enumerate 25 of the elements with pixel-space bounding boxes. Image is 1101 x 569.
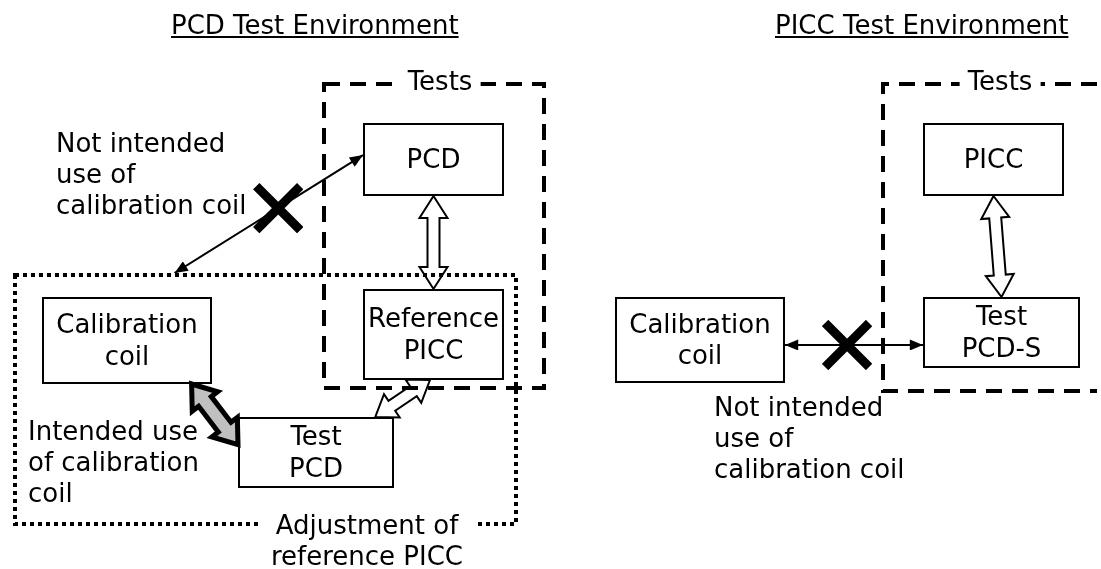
box-label: Reference PICC [367,303,500,366]
crossed-out-arrow [173,154,364,274]
box-label: PICC [963,143,1024,176]
process-box [363,123,504,196]
note-text: Not intended use of calibration coil [714,392,906,486]
section-title: PICC Test Environment [775,10,1069,42]
crossed-out-arrow [784,320,924,370]
box-label: Calibration coil [55,309,199,372]
note-text: Intended use of calibration coil [28,416,200,510]
process-box [615,297,785,383]
double-block-arrow [417,194,450,291]
note-text: Not intended use of calibration coil [56,128,248,222]
process-box [363,289,504,380]
process-box [923,297,1080,368]
box-label: Test PCD [288,421,344,484]
process-box [238,417,394,488]
double-block-arrow [979,194,1016,299]
box-label: PCD [406,143,461,176]
process-box [923,123,1064,196]
double-block-arrow [189,380,241,449]
box-label: Test PCD-S [960,301,1043,364]
section-title: PCD Test Environment [171,10,459,42]
double-block-arrow [373,378,432,419]
box-label: Calibration coil [628,308,772,372]
process-box [42,297,212,384]
